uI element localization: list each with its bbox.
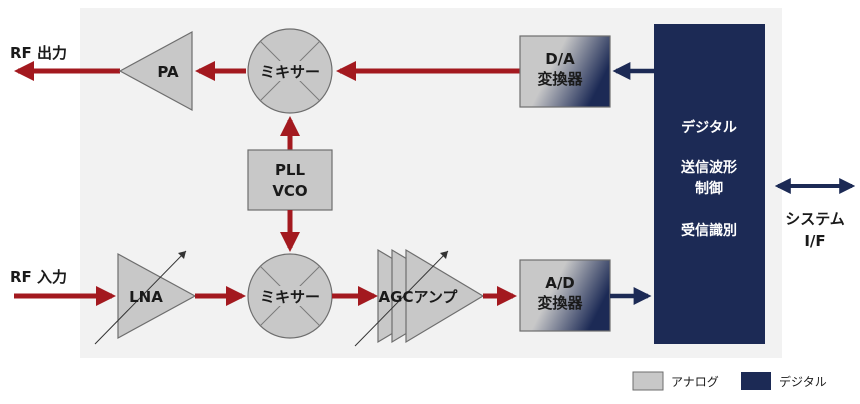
digital-label-line4: 受信識別 <box>681 222 737 239</box>
legend-digital-label: デジタル <box>779 374 827 389</box>
pll-vco-block <box>247 149 333 211</box>
agc-amplifier: AGCアンプ <box>354 248 485 347</box>
legend-analog-swatch <box>632 371 664 391</box>
da-label-line2: 変換器 <box>537 70 583 88</box>
digital-label-line3: 制御 <box>695 180 723 197</box>
system-label-line2: I/F <box>804 232 825 250</box>
vco-label: VCO <box>272 182 307 200</box>
legend-analog-label: アナログ <box>671 375 719 389</box>
lna-amplifier <box>117 252 197 340</box>
lna-variable-gain-arrow <box>94 250 187 345</box>
legend-digital-swatch <box>741 372 771 390</box>
rf-out-label: RF 出力 <box>10 44 67 62</box>
pa-amplifier <box>118 30 193 112</box>
digital-label-line2: 送信波形 <box>680 159 737 176</box>
ad-label-line2: 変換器 <box>537 294 583 312</box>
rf-in-label: RF 入力 <box>10 268 67 286</box>
mixer-top: ミキサー <box>247 28 333 114</box>
da-label-line1: D/A <box>545 50 575 68</box>
digital-block <box>654 24 765 344</box>
agc-label: AGCアンプ <box>379 288 459 306</box>
lna-label: LNA <box>129 288 163 306</box>
da-converter <box>519 35 611 108</box>
mixer-bottom: ミキサー <box>247 253 333 339</box>
system-label-line1: システム <box>785 210 845 228</box>
mixer-top-label: ミキサー <box>260 63 320 81</box>
ad-converter <box>519 259 611 332</box>
digital-label-line1: デジタル <box>681 119 737 136</box>
pll-label: PLL <box>275 161 306 179</box>
mixer-bottom-label: ミキサー <box>260 288 320 306</box>
pa-label: PA <box>157 63 179 81</box>
ad-label-line1: A/D <box>545 274 575 292</box>
